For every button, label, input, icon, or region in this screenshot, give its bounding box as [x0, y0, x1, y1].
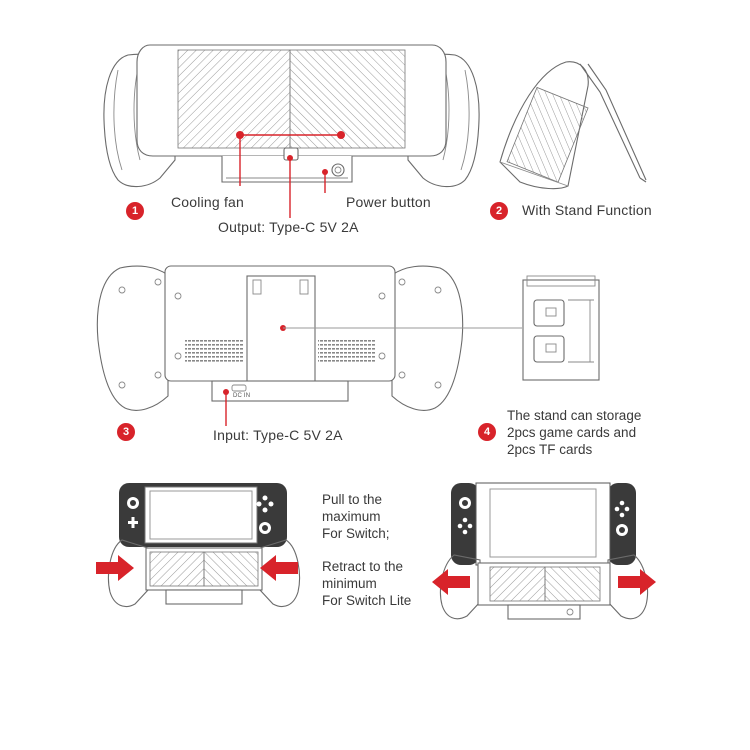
- storage-line-3: 2pcs TF cards: [507, 442, 593, 457]
- badge-1: 1: [126, 202, 144, 220]
- dc-in-label: DC IN: [233, 393, 251, 399]
- pull-line-2: maximum: [322, 509, 381, 524]
- pull-retract-description: Pull to the maximum For Switch; Retract …: [322, 491, 411, 609]
- retract-line-2: minimum: [322, 576, 377, 591]
- power-button-label: Power button: [346, 194, 431, 210]
- stand-function-label: With Stand Function: [522, 202, 652, 218]
- output-label: Output: Type-C 5V 2A: [218, 219, 359, 235]
- badge-3: 3: [117, 423, 135, 441]
- retract-line-3: For Switch Lite: [322, 593, 412, 608]
- badge-2: 2: [490, 202, 508, 220]
- storage-description: The stand can storage 2pcs game cards an…: [507, 407, 641, 458]
- input-label: Input: Type-C 5V 2A: [213, 427, 343, 443]
- pull-line-1: Pull to the: [322, 492, 383, 507]
- storage-line-1: The stand can storage: [507, 408, 642, 423]
- retract-line-1: Retract to the: [322, 559, 404, 574]
- badge-4: 4: [478, 423, 496, 441]
- storage-line-2: 2pcs game cards and: [507, 425, 637, 440]
- pull-line-3: For Switch;: [322, 526, 390, 541]
- cooling-fan-label: Cooling fan: [171, 194, 245, 210]
